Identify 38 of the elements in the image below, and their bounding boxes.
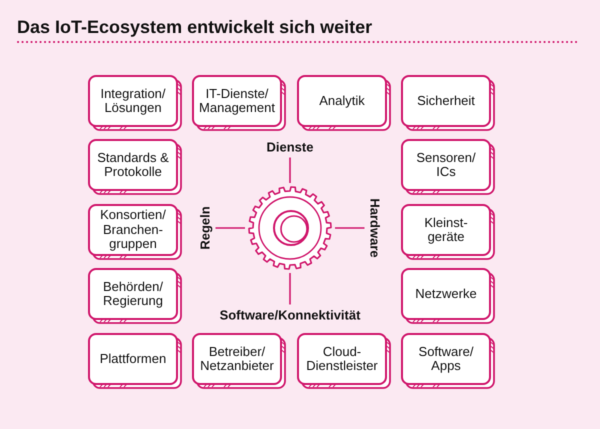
connector-line xyxy=(289,158,291,183)
category-box xyxy=(297,333,391,389)
category-label: Integration/ Lösungen xyxy=(100,86,166,115)
category-label: Konsortien/ Branchen- gruppen xyxy=(100,207,166,252)
category-box xyxy=(401,333,495,389)
category-label: Software/ Apps xyxy=(418,344,474,373)
category-box xyxy=(88,139,182,195)
category-box xyxy=(88,268,182,324)
connector-line xyxy=(216,227,245,229)
category-box xyxy=(192,333,286,389)
category-box xyxy=(401,204,495,260)
category-box xyxy=(401,139,495,195)
category-box xyxy=(88,204,182,260)
category-label: Netzwerke xyxy=(415,286,477,301)
connector-line xyxy=(335,227,364,229)
category-box xyxy=(401,75,495,131)
category-label: Standards & Protokolle xyxy=(97,150,169,179)
category-box xyxy=(88,75,182,131)
gear-icon xyxy=(248,186,332,270)
connector-line xyxy=(289,273,291,304)
category-label: Sicherheit xyxy=(417,92,475,108)
category-label: Behörden/ Regierung xyxy=(103,278,163,308)
category-label: Kleinst- geräte xyxy=(424,214,468,244)
group-label: Software/Konnektivität xyxy=(220,308,360,322)
category-label: IT-Dienste/ Management xyxy=(199,86,275,115)
category-label: Cloud- Dienstleister xyxy=(306,344,378,373)
category-box xyxy=(401,268,495,324)
category-box xyxy=(192,75,286,131)
category-box xyxy=(297,75,391,131)
category-label: Analytik xyxy=(319,92,365,108)
category-label: Plattformen xyxy=(100,350,166,366)
category-box xyxy=(88,333,182,389)
category-label: Sensoren/ ICs xyxy=(416,150,476,179)
diagram-title: Das IoT-Ecosystem entwickelt sich weiter xyxy=(17,16,372,38)
category-label: Betreiber/ Netzanbieter xyxy=(200,344,274,373)
group-label: Regeln xyxy=(198,206,212,250)
group-label: Dienste xyxy=(266,140,314,154)
group-label: Hardware xyxy=(368,198,382,258)
